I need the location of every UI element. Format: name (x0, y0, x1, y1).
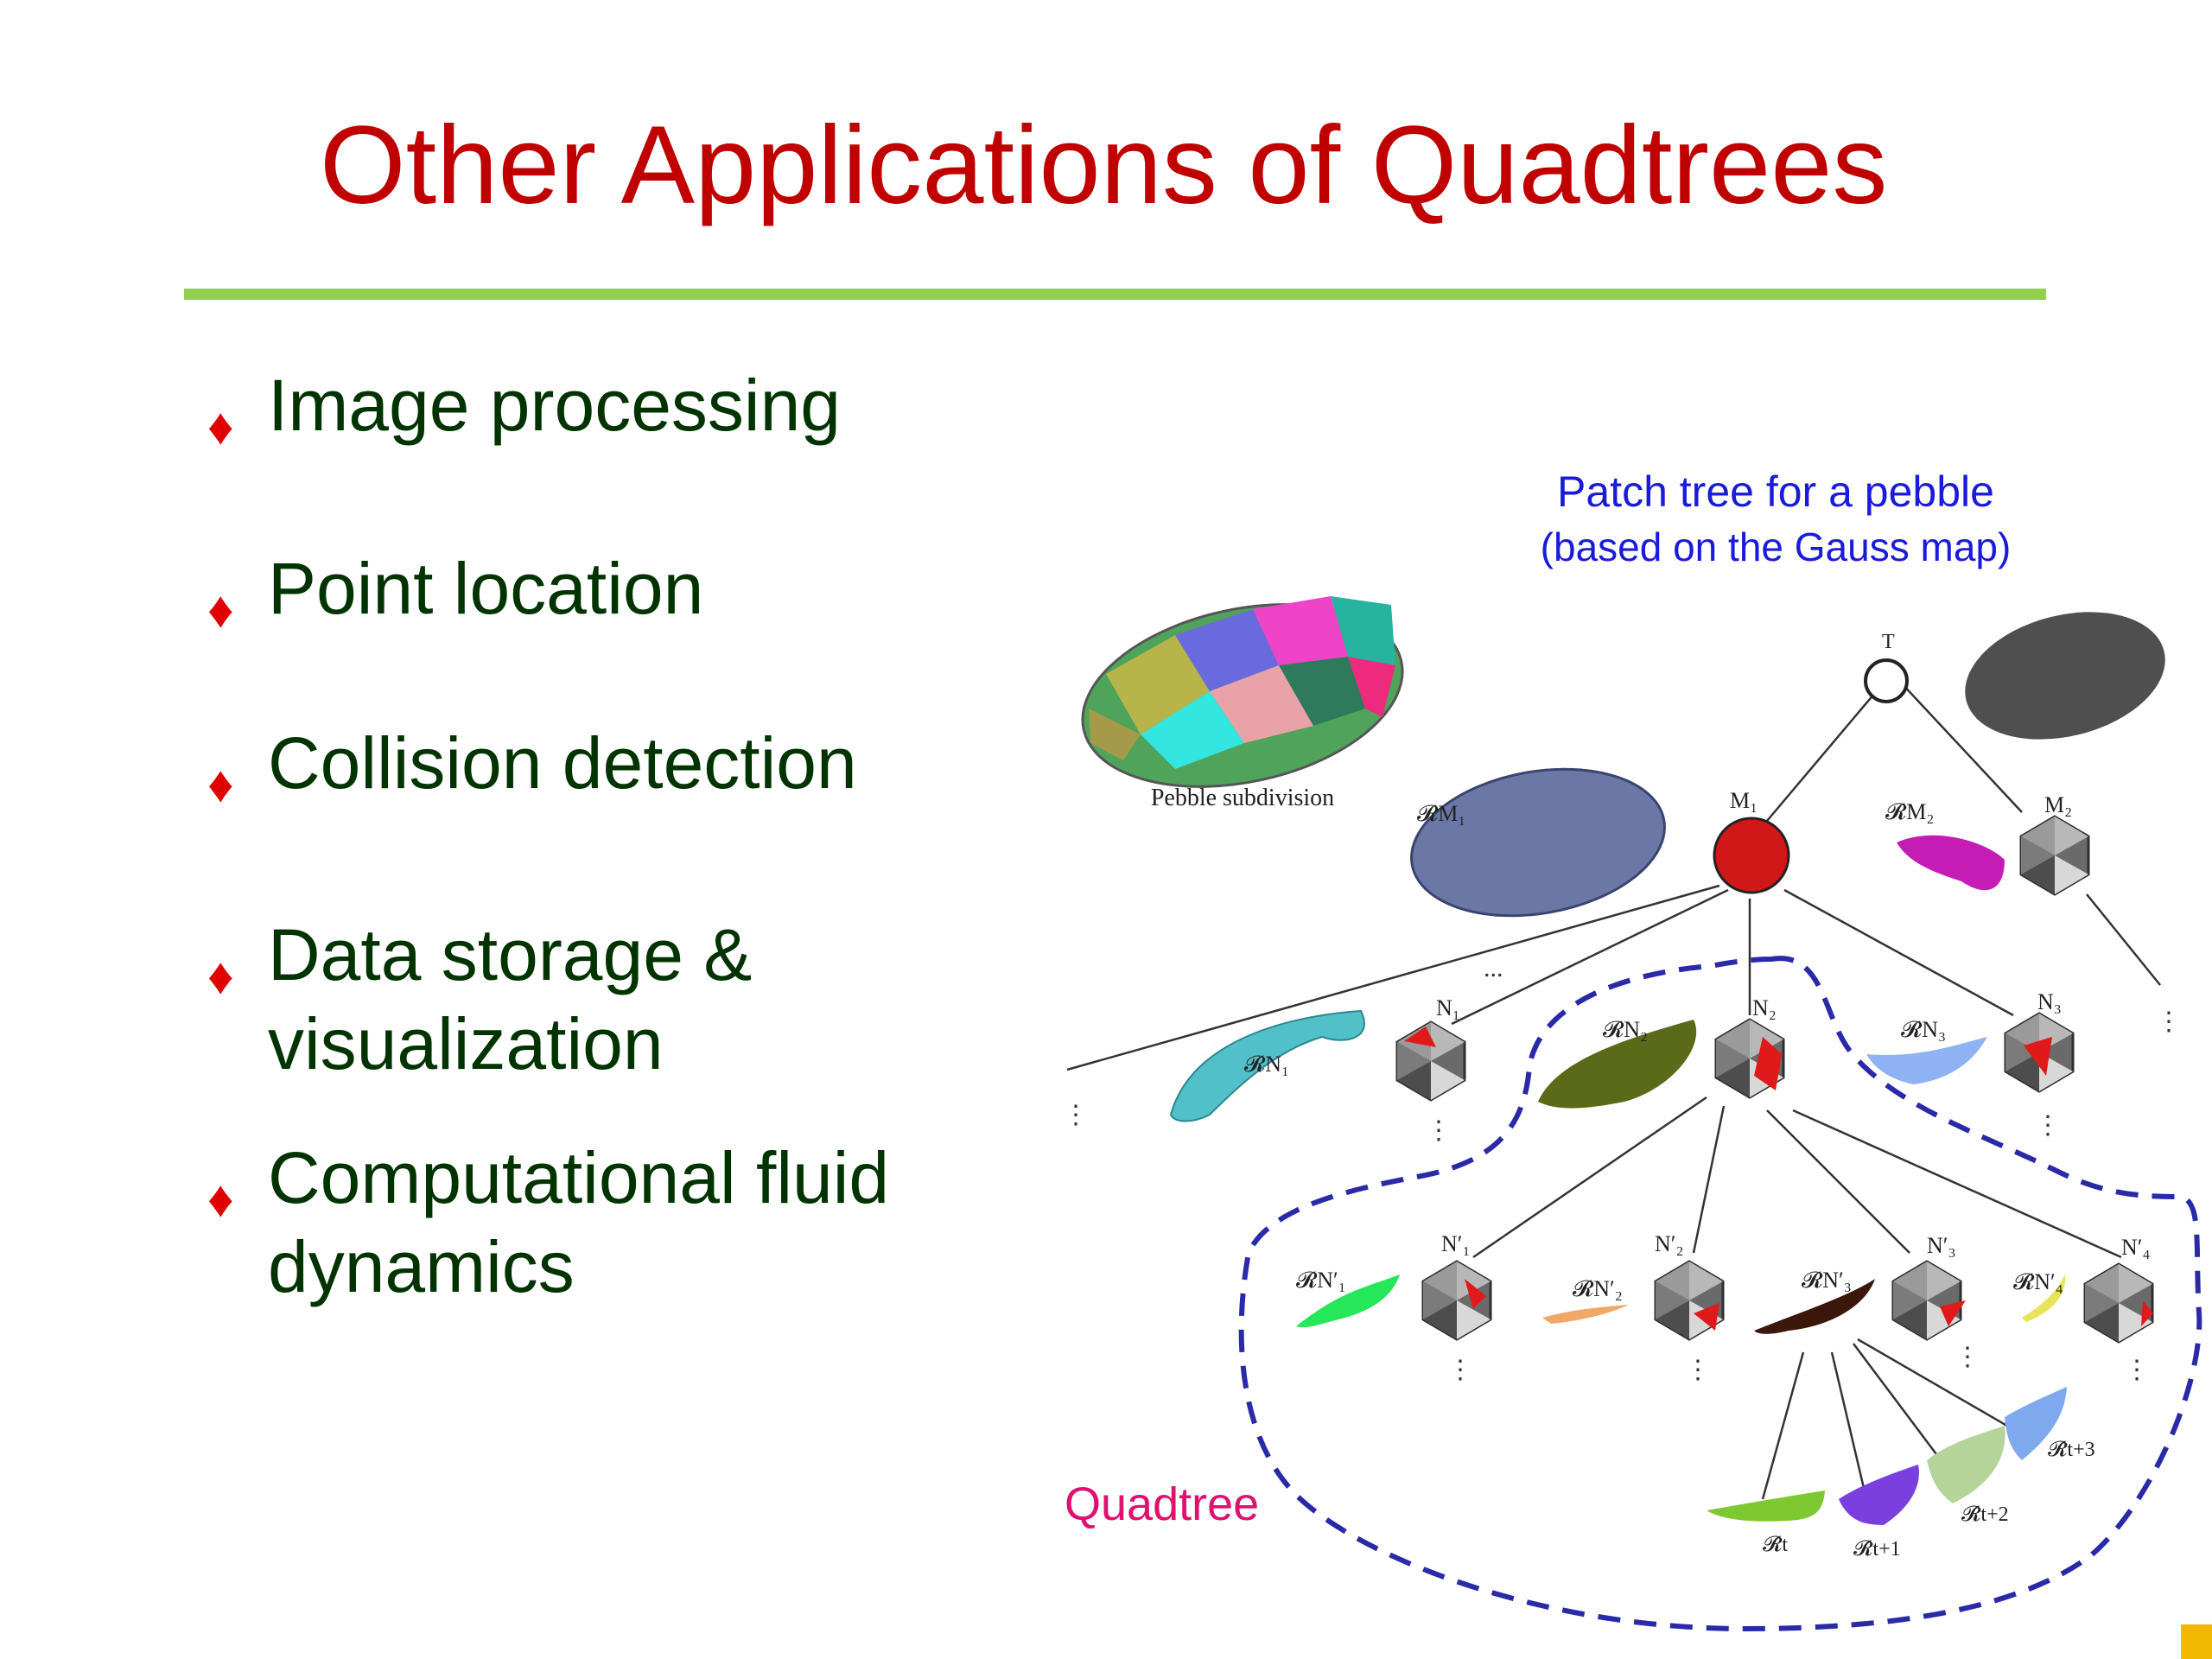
diamond-icon: ♦ (207, 581, 234, 639)
figure-caption-title: Patch tree for a pebble (1557, 467, 1994, 516)
label-rt1: 𝓡̂t+1 (1853, 1538, 1901, 1560)
label-rt3: 𝓡̂t+3 (2048, 1439, 2095, 1461)
figure-caption-subtitle: (based on the Gauss map) (1540, 524, 2012, 569)
tree-node-n3p (1891, 1260, 1962, 1341)
bullet-text-continued: visualization (268, 1003, 664, 1084)
ellipsis-dots: ⋮ ⋮ ⋮ ⋮ ⋮ ⋮ ⋮ ⋮ ... (1063, 954, 2182, 1384)
svg-text:⋮: ⋮ (1426, 1116, 1452, 1145)
svg-text:⋮: ⋮ (1447, 1356, 1473, 1384)
pebble-subdivision-caption: Pebble subdivision (1151, 785, 1334, 811)
label-m1: M₁ (1730, 788, 1758, 813)
diamond-icon: ♦ (207, 1170, 234, 1228)
patch-rn4p (2022, 1274, 2066, 1322)
label-rn3p: 𝓡N′₃ (1802, 1268, 1852, 1293)
bullet-text: Image processing (268, 365, 842, 446)
slide-corner-marker (2181, 1624, 2212, 1659)
label-rm1: 𝓡M₁ (1417, 801, 1465, 826)
label-rm2: 𝓡M₂ (1885, 799, 1934, 824)
tree-node-m2 (2019, 815, 2090, 896)
svg-text:⋮: ⋮ (2124, 1356, 2150, 1384)
patch-rn1p (1296, 1274, 1400, 1328)
tree-node-n4p (2083, 1262, 2154, 1344)
bullet-text: Point location (268, 548, 704, 629)
title-divider (184, 289, 2046, 300)
svg-text:⋮: ⋮ (1063, 1101, 1089, 1129)
svg-text:⋮: ⋮ (1685, 1356, 1711, 1384)
diamond-icon: ♦ (207, 755, 234, 813)
slide-title: Other Applications of Quadtrees (320, 104, 1888, 227)
quadtree-outline (1238, 956, 2202, 1632)
patch-rt (1707, 1491, 1825, 1522)
patch-rn2p (1542, 1305, 1629, 1324)
label-n2p: N′₂ (1655, 1231, 1684, 1256)
label-rn2p: 𝓡N′₂ (1573, 1276, 1623, 1301)
bullet-text: Collision detection (268, 722, 857, 804)
patch-rn2 (1538, 1020, 1697, 1109)
diamond-icon: ♦ (207, 397, 234, 455)
patch-rt1 (1839, 1465, 1919, 1525)
tree-node-m1 (1713, 817, 1790, 894)
tree-root-node (1864, 658, 1909, 703)
label-n2: N₂ (1752, 995, 1777, 1020)
diamond-icon: ♦ (207, 947, 234, 1005)
patch-rm2 (1897, 835, 2005, 891)
svg-text:⋮: ⋮ (2035, 1111, 2061, 1140)
quadtree-label: Quadtree (1065, 1478, 1260, 1530)
bullet-text: Computational fluid (268, 1137, 890, 1218)
label-rt2: 𝓡̂t+2 (1961, 1503, 2009, 1526)
svg-text:⋮: ⋮ (1955, 1343, 1980, 1371)
patch-rn3 (1866, 1037, 1987, 1084)
label-root: T (1882, 631, 1895, 653)
label-rn1p: 𝓡N′₁ (1296, 1268, 1346, 1293)
label-rn1: 𝓡N₁ (1244, 1052, 1289, 1077)
label-rn4p: 𝓡N′₄ (2013, 1269, 2063, 1294)
label-n1: N₁ (1436, 995, 1460, 1020)
svg-text:⋮: ⋮ (2156, 1007, 2182, 1036)
bullet-text: Data storage & (268, 914, 753, 995)
label-rn3: 𝓡N₃ (1901, 1017, 1946, 1042)
label-n3p: N′₃ (1927, 1233, 1956, 1258)
pebble-subdivision-image (1081, 596, 1404, 788)
tree-edges (1066, 682, 2161, 1500)
tree-node-n1 (1395, 1020, 1466, 1102)
svg-text:...: ... (1484, 954, 1503, 982)
patch-rn3p (1754, 1279, 1875, 1334)
pebble-patch-rm1 (1410, 767, 1666, 918)
patch-rn1 (1169, 1009, 1365, 1122)
label-n1p: N′₁ (1441, 1231, 1471, 1256)
gray-pebble-image (1965, 612, 2165, 740)
label-rt: 𝓡̂t (1763, 1534, 1788, 1556)
patch-rt2 (1927, 1426, 2005, 1503)
label-m2: M₂ (2044, 792, 2072, 817)
bullet-text-continued: dynamics (268, 1226, 575, 1307)
label-n4p: N′₄ (2121, 1235, 2151, 1260)
label-rn2: 𝓡N₂ (1603, 1017, 1648, 1042)
patch-rt3 (2005, 1387, 2067, 1460)
label-n3: N₃ (2037, 989, 2062, 1014)
